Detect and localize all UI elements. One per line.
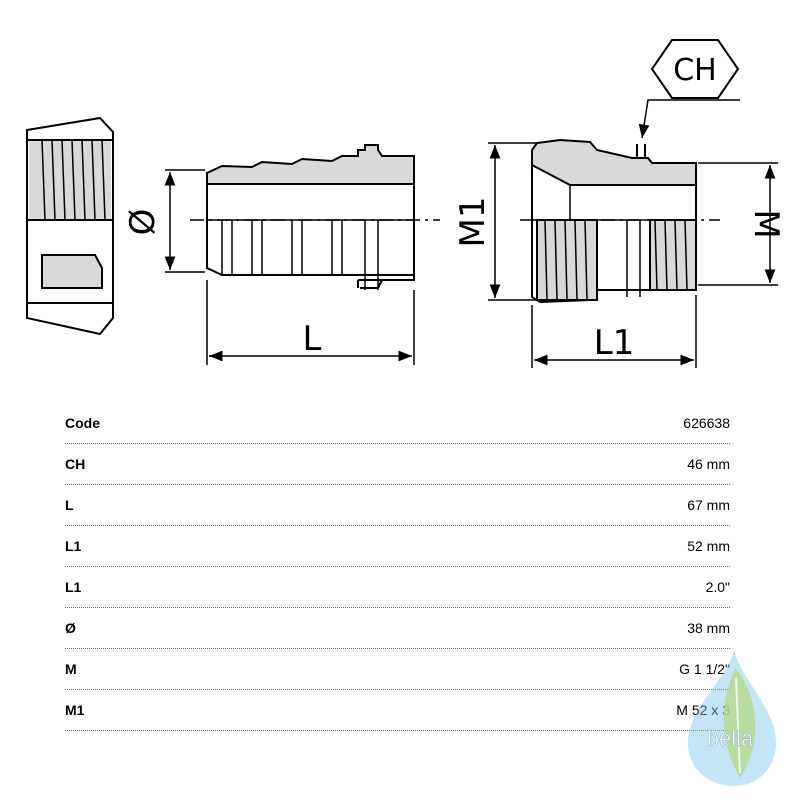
spec-label: CH [65, 456, 86, 472]
spec-table: Code 626638 CH 46 mm L 67 mm L1 52 mm L1… [65, 403, 730, 731]
spec-row-l1-mm: L1 52 mm [65, 526, 730, 567]
spec-label: Code [65, 415, 100, 431]
spec-value: 38 mm [687, 620, 730, 636]
spec-row-m1: M1 M 52 x 3 [65, 690, 730, 731]
ring-nut-view [26, 116, 114, 336]
spec-value: 46 mm [687, 456, 730, 472]
spec-label: Ø [65, 620, 76, 636]
spec-value: M 52 x 3 [676, 702, 730, 718]
length-dimension [206, 280, 415, 365]
hose-tail-view [190, 144, 440, 290]
spec-label: L1 [65, 579, 82, 595]
m-label: M [746, 209, 786, 238]
length-label: L [303, 319, 322, 359]
spec-row-l1-inch: L1 2.0" [65, 567, 730, 608]
technical-drawing: Ø L CH [26, 39, 786, 368]
logo-text: bella [707, 726, 754, 751]
l1-dimension [531, 295, 697, 368]
threaded-adapter-view [520, 138, 720, 304]
spec-value: 52 mm [687, 538, 730, 554]
l1-label: L1 [594, 323, 635, 363]
diameter-label: Ø [123, 209, 163, 236]
spec-label: M [65, 661, 77, 677]
spec-row-code: Code 626638 [65, 403, 730, 444]
spec-row-l: L 67 mm [65, 485, 730, 526]
bella-logo: bella [688, 650, 776, 786]
hex-callout [638, 39, 740, 139]
spec-value: 2.0" [705, 579, 730, 595]
diameter-dimension [164, 169, 205, 273]
hex-label: CH [673, 53, 717, 88]
spec-value: 67 mm [687, 497, 730, 513]
spec-label: L [65, 497, 74, 513]
spec-row-ch: CH 46 mm [65, 444, 730, 485]
spec-label: M1 [65, 702, 85, 718]
spec-label: L1 [65, 538, 82, 554]
m1-label: M1 [453, 197, 493, 248]
spec-row-m: M G 1 1/2" [65, 649, 730, 690]
spec-value: G 1 1/2" [679, 661, 730, 677]
leaf-icon [723, 668, 756, 778]
m-dimension [698, 162, 778, 286]
spec-row-diameter: Ø 38 mm [65, 608, 730, 649]
m1-dimension [488, 142, 536, 301]
spec-value: 626638 [683, 415, 730, 431]
